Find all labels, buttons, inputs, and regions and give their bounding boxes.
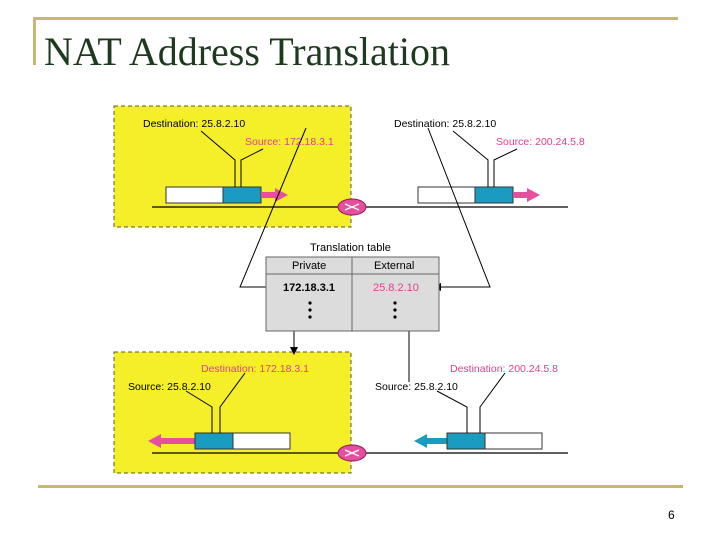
bottom-right-destination-label: Destination: 200.24.5.8 xyxy=(450,363,558,375)
top-right-destination-label: Destination: 25.8.2.10 xyxy=(394,118,496,130)
top-left-destination-label: Destination: 25.8.2.10 xyxy=(143,118,245,130)
top-left-source-label: Source: 172.18.3.1 xyxy=(245,136,334,148)
table-header-private: Private xyxy=(292,260,326,272)
translation-table xyxy=(265,256,440,332)
packet-outgoing-public xyxy=(417,186,540,204)
slide-title: NAT Address Translation xyxy=(44,29,450,74)
field-pointer-lines xyxy=(185,130,518,433)
table-cell-private: 172.18.3.1 xyxy=(283,282,335,294)
page-number: 6 xyxy=(668,508,675,522)
bottom-right-source-label: Source: 25.8.2.10 xyxy=(375,381,458,393)
slide-frame-bottom-rule xyxy=(38,485,683,488)
table-ellipsis-external xyxy=(393,301,397,319)
bottom-left-source-label: Source: 25.8.2.10 xyxy=(128,381,211,393)
packet-outgoing-private xyxy=(165,186,288,204)
top-right-source-label: Source: 200.24.5.8 xyxy=(496,136,585,148)
translation-table-title: Translation table xyxy=(310,242,391,254)
slide-frame-top-rule xyxy=(35,17,678,20)
table-ellipsis-private xyxy=(308,301,312,319)
bottom-left-destination-label: Destination: 172.18.3.1 xyxy=(201,363,309,375)
packet-incoming-public xyxy=(414,432,543,450)
slide-frame-left-rule xyxy=(33,17,36,65)
router-icon-top xyxy=(337,198,367,216)
table-cell-external: 25.8.2.10 xyxy=(373,282,419,294)
packet-incoming-private xyxy=(148,432,291,450)
router-icon-bottom xyxy=(337,444,367,462)
table-header-external: External xyxy=(374,260,414,272)
